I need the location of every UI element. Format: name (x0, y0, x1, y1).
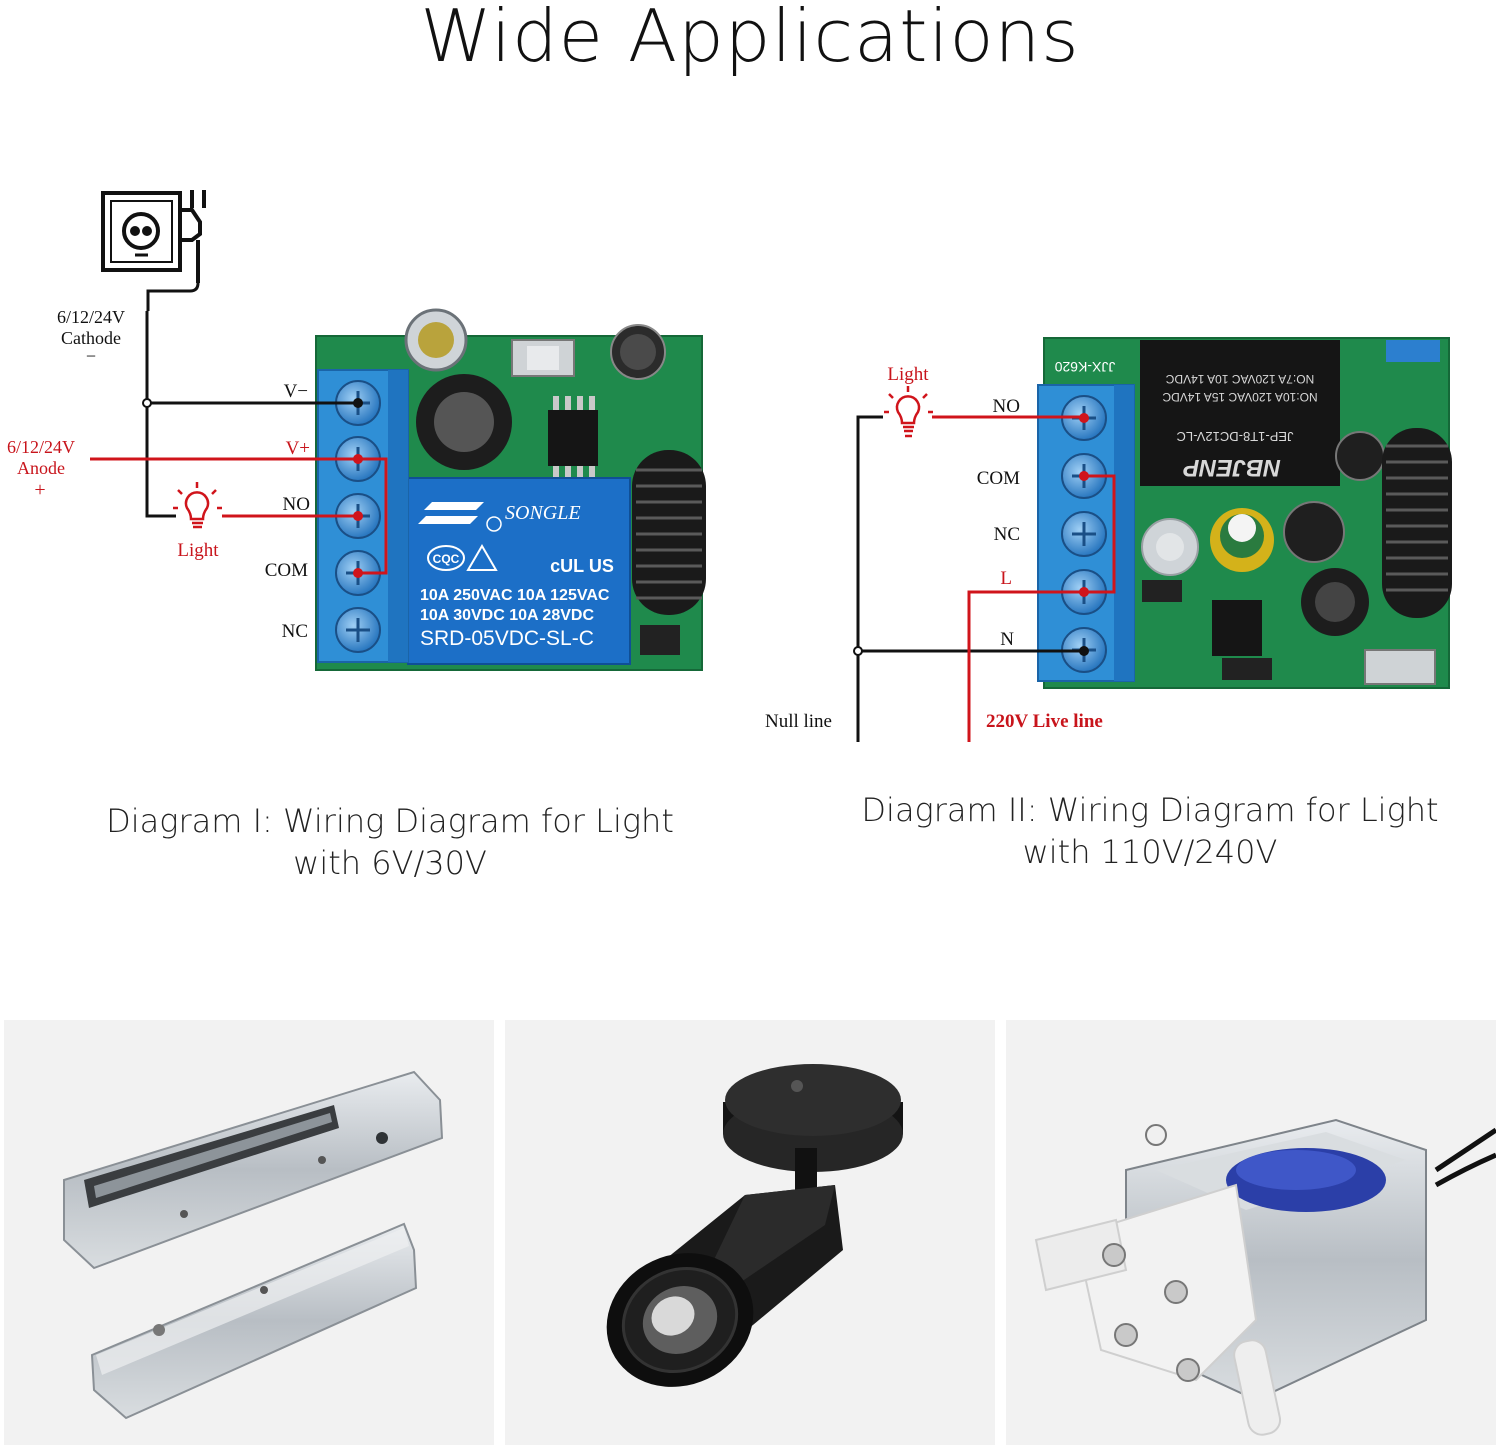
anode-voltage-label: 6/12/24V (7, 437, 75, 457)
diagram-2-caption: Diagram II: Wiring Diagram for Light wit… (850, 789, 1450, 873)
terminal-4-label: COM (265, 560, 308, 581)
terminal-2-3-label: NC (994, 524, 1020, 545)
diagram-1-caption-line-1: Diagram I: Wiring Diagram for Light (106, 802, 674, 840)
diagram-1-caption: Diagram I: Wiring Diagram for Light with… (90, 800, 690, 884)
terminal-2-2-label: COM (977, 468, 1020, 489)
application-photo-spotlight (505, 1020, 995, 1445)
relay-spec-2: 10A 30VDC 10A 28VDC (420, 607, 594, 624)
terminal-2-4-label: L (1000, 568, 1012, 589)
relay-spec-1: 10A 250VAC 10A 125VAC (420, 587, 610, 604)
live-line-label: 220V Live line (986, 711, 1103, 732)
board-label: JJX-K620 (1054, 359, 1115, 375)
anode-label: Anode (17, 458, 65, 478)
diagram-1-caption-line-2: with 6V/30V (293, 844, 487, 882)
application-photo-solenoid-valve (1006, 1020, 1496, 1445)
light-bulb-icon (173, 482, 222, 529)
diagram-2: JJX-K620 NO:7A 120VAC 10A 14VDC NO:10A 1… (765, 337, 1452, 742)
light-label-2: Light (887, 364, 929, 385)
page-title: Wide Applications (420, 0, 1080, 78)
cathode-sign: − (86, 346, 96, 366)
spotlight-icon (606, 1064, 903, 1387)
anode-sign: + (34, 479, 45, 501)
diagram-1: 6/12/24V Cathode − 6/12/24V Anode + (7, 190, 706, 671)
diagram-2-caption-line-1: Diagram II: Wiring Diagram for Light (861, 791, 1439, 829)
relay-board-1: SONGLE CQC cUL US 10A 250VAC 10A 125VAC … (315, 308, 706, 671)
terminal-2-5-label: N (1000, 629, 1014, 650)
light-label-1: Light (177, 540, 219, 561)
terminal-2-label: V+ (286, 438, 310, 459)
light-bulb-icon-2 (884, 386, 933, 438)
terminal-5-label: NC (282, 621, 308, 642)
antenna-coil-2 (1382, 428, 1452, 618)
terminal-block-2 (1037, 384, 1135, 682)
application-photo-magnetic-lock (4, 1020, 494, 1445)
wires-2 (856, 415, 1116, 742)
cathode-label: Cathode (61, 328, 121, 348)
solenoid-valve-icon (1034, 1118, 1496, 1436)
relay-brand: SONGLE (505, 502, 581, 524)
relay-cert-ul: cUL US (550, 556, 614, 576)
terminal-3-label: NO (283, 494, 310, 515)
wires-1 (90, 311, 388, 575)
relay-model: SRD-05VDC-SL-C (420, 627, 594, 650)
relay-2-model: JEP-1T8-DC12V-LC (1176, 429, 1293, 444)
terminal-1-label: V− (284, 381, 308, 402)
relay-cert-cqc: CQC (433, 552, 460, 566)
antenna-coil (632, 450, 706, 615)
null-line-label: Null line (765, 711, 832, 732)
relay-1: SONGLE CQC cUL US 10A 250VAC 10A 125VAC … (407, 477, 631, 665)
relay-2: NO:7A 120VAC 10A 14VDC NO:10A 120VAC 15A… (1140, 340, 1340, 486)
cathode-voltage-label: 6/12/24V (57, 307, 125, 327)
wiring-diagrams: 6/12/24V Cathode − 6/12/24V Anode + (7, 190, 1452, 742)
relay-2-spec-2: NO:10A 120VAC 15A 14VDC (1162, 390, 1318, 404)
electromagnetic-lock-icon (63, 1070, 444, 1420)
relay-2-brand: NBJENP (1182, 454, 1280, 481)
relay-board-2: JJX-K620 NO:7A 120VAC 10A 14VDC NO:10A 1… (1037, 337, 1452, 689)
relay-2-spec-1: NO:7A 120VAC 10A 14VDC (1165, 372, 1314, 386)
terminal-2-1-label: NO (993, 396, 1020, 417)
diagram-2-caption-line-2: with 110V/240V (1022, 833, 1278, 871)
power-socket-icon (101, 190, 206, 311)
